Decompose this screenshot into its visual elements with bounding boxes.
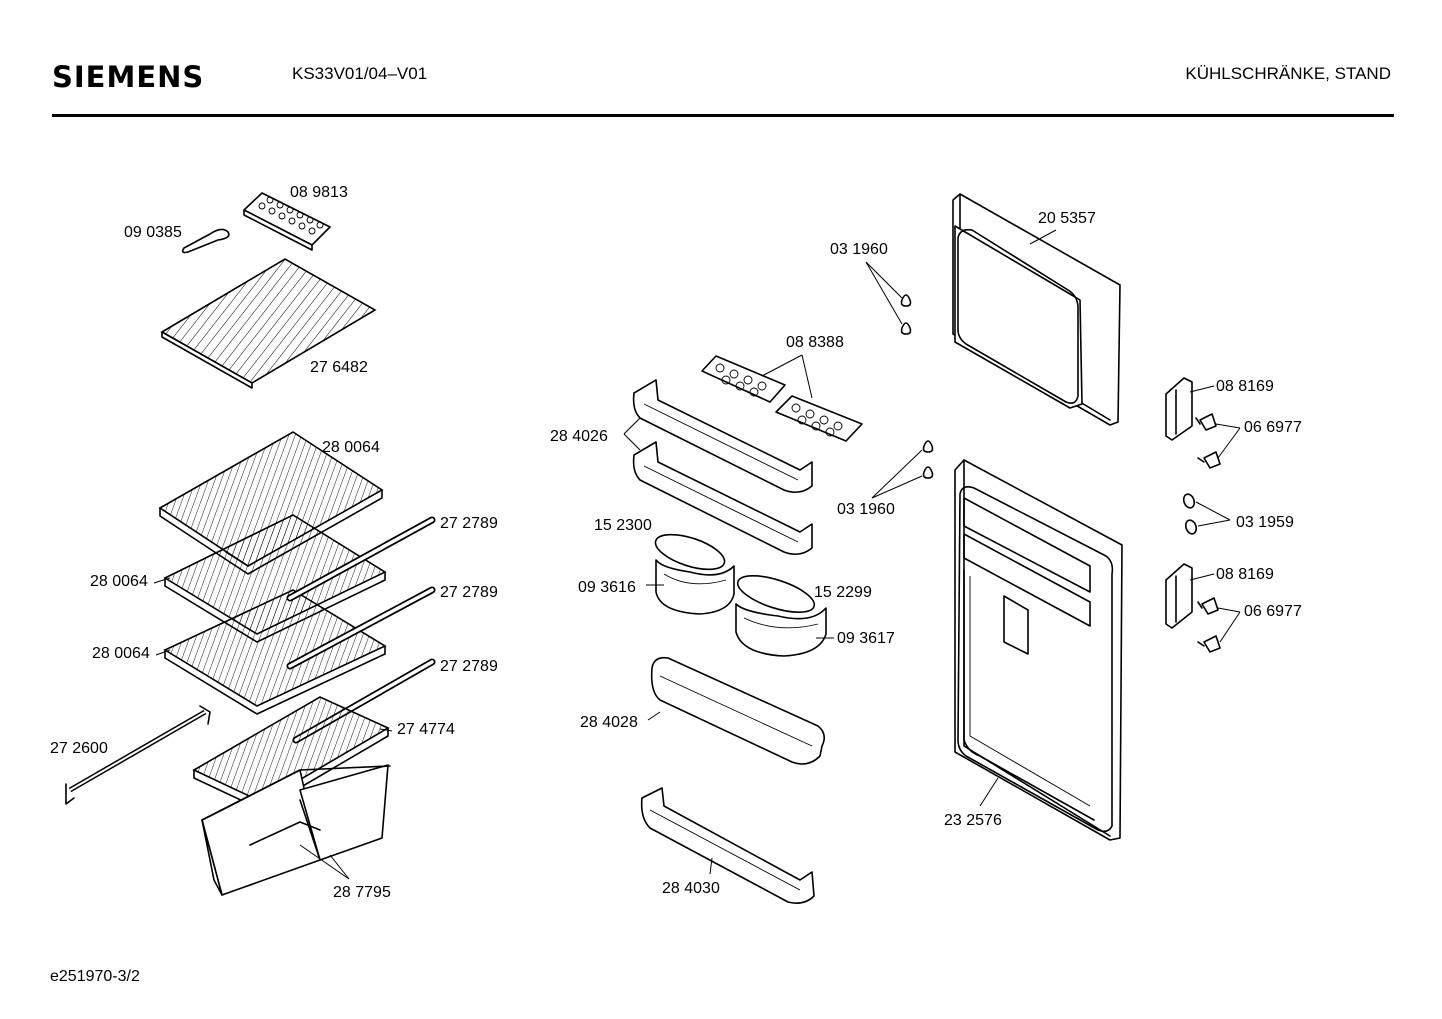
- label-screw-top: 06 6977: [1244, 419, 1302, 436]
- leader-plug-top-1: [865, 261, 903, 299]
- screws-bottom: [1197, 597, 1221, 653]
- egg-tray-right: [775, 395, 863, 442]
- door-shelf-top-b: [632, 441, 813, 556]
- label-lid-left: 15 2300: [594, 517, 652, 534]
- label-hinge-bottom: 08 8169: [1216, 566, 1274, 583]
- leader-fridge-door: [979, 777, 999, 807]
- leader-shelf-top-2: [623, 433, 641, 451]
- leader-screw-bottom-2: [1219, 611, 1241, 643]
- leader-screw-top-1: [1215, 423, 1241, 429]
- label-cap: 03 1959: [1236, 514, 1294, 531]
- leader-egg-1: [761, 354, 803, 377]
- label-rail: 27 2600: [50, 740, 108, 757]
- leader-freezer-door: [1029, 229, 1057, 245]
- model-number: KS33V01/04–V01: [292, 64, 428, 83]
- label-fridge-door: 23 2576: [944, 812, 1002, 829]
- label-glass-trim: 27 4774: [397, 721, 455, 738]
- label-plug-top: 03 1960: [830, 241, 888, 258]
- leader-shelf-top-1: [623, 417, 641, 435]
- leader-hinge-bottom: [1189, 573, 1215, 581]
- leader-cap-1: [1195, 501, 1231, 521]
- label-ice-tray: 08 9813: [290, 184, 348, 201]
- shelf-trim-2: [286, 586, 436, 670]
- door-shelf-mid: [650, 656, 826, 765]
- leader-shelf-mid: [647, 711, 661, 721]
- label-ice-scoop: 09 0385: [124, 224, 182, 241]
- plug-pair-top: [900, 294, 912, 335]
- label-freezer-door: 20 5357: [1038, 210, 1096, 227]
- brand-logo: SIEMENS: [52, 60, 205, 94]
- label-crisper: 28 7795: [333, 884, 391, 901]
- label-door-shelf-top: 28 4026: [550, 428, 608, 445]
- cap-pair: [1182, 493, 1198, 535]
- label-freezer-grid: 27 6482: [310, 359, 368, 376]
- ice-tray: [243, 192, 331, 251]
- leader-shelf-bottom: [709, 857, 713, 875]
- shelf-trim-1: [286, 516, 436, 602]
- plug-pair-mid: [922, 440, 934, 479]
- category-title: KÜHLSCHRÄNKE, STAND: [1185, 64, 1391, 83]
- label-box-right: 09 3617: [837, 630, 895, 647]
- hinge-bottom: [1165, 563, 1193, 629]
- leader-plug-mid-2: [871, 475, 923, 499]
- label-plug-mid: 03 1960: [837, 501, 895, 518]
- hinge-top: [1165, 377, 1193, 441]
- leader-plug-mid-1: [871, 449, 923, 499]
- leader-plug-top-2: [865, 261, 903, 325]
- freezer-door: [952, 193, 1121, 426]
- fridge-door: [954, 459, 1123, 841]
- freezer-grid: [160, 258, 377, 389]
- label-trim-1: 27 2789: [440, 515, 498, 532]
- lidded-box-right: [735, 575, 827, 657]
- label-lid-right: 15 2299: [814, 584, 872, 601]
- door-shelf-bottom: [640, 787, 815, 904]
- label-door-shelf-mid: 28 4028: [580, 714, 638, 731]
- ice-scoop: [181, 228, 230, 254]
- label-hinge-top: 08 8169: [1216, 378, 1274, 395]
- leader-hinge-top: [1189, 385, 1215, 393]
- wire-shelf-low: [163, 589, 387, 715]
- label-screw-bottom: 06 6977: [1244, 603, 1302, 620]
- label-shelf-mid: 28 0064: [90, 573, 148, 590]
- lidded-box-left: [654, 533, 735, 615]
- egg-tray-left: [701, 355, 786, 403]
- leader-cap-2: [1197, 519, 1231, 527]
- header-rule: [52, 114, 1394, 117]
- document-reference: e251970-3/2: [50, 968, 140, 985]
- door-shelf-top-a: [632, 379, 813, 494]
- side-rail: [65, 705, 211, 805]
- label-shelf-low: 28 0064: [92, 645, 150, 662]
- label-door-shelf-bottom: 28 4030: [662, 880, 720, 897]
- leader-screw-bottom-1: [1217, 607, 1241, 613]
- label-trim-3: 27 2789: [440, 658, 498, 675]
- label-egg-tray: 08 8388: [786, 334, 844, 351]
- label-box-left: 09 3616: [578, 579, 636, 596]
- label-trim-2: 27 2789: [440, 584, 498, 601]
- label-shelf-top: 28 0064: [322, 439, 380, 456]
- crisper-drawers: [201, 764, 391, 896]
- screws-top: [1195, 413, 1221, 469]
- leader-egg-2: [801, 354, 813, 399]
- leader-screw-top-2: [1217, 427, 1241, 459]
- leader-lines-left: [153, 577, 393, 880]
